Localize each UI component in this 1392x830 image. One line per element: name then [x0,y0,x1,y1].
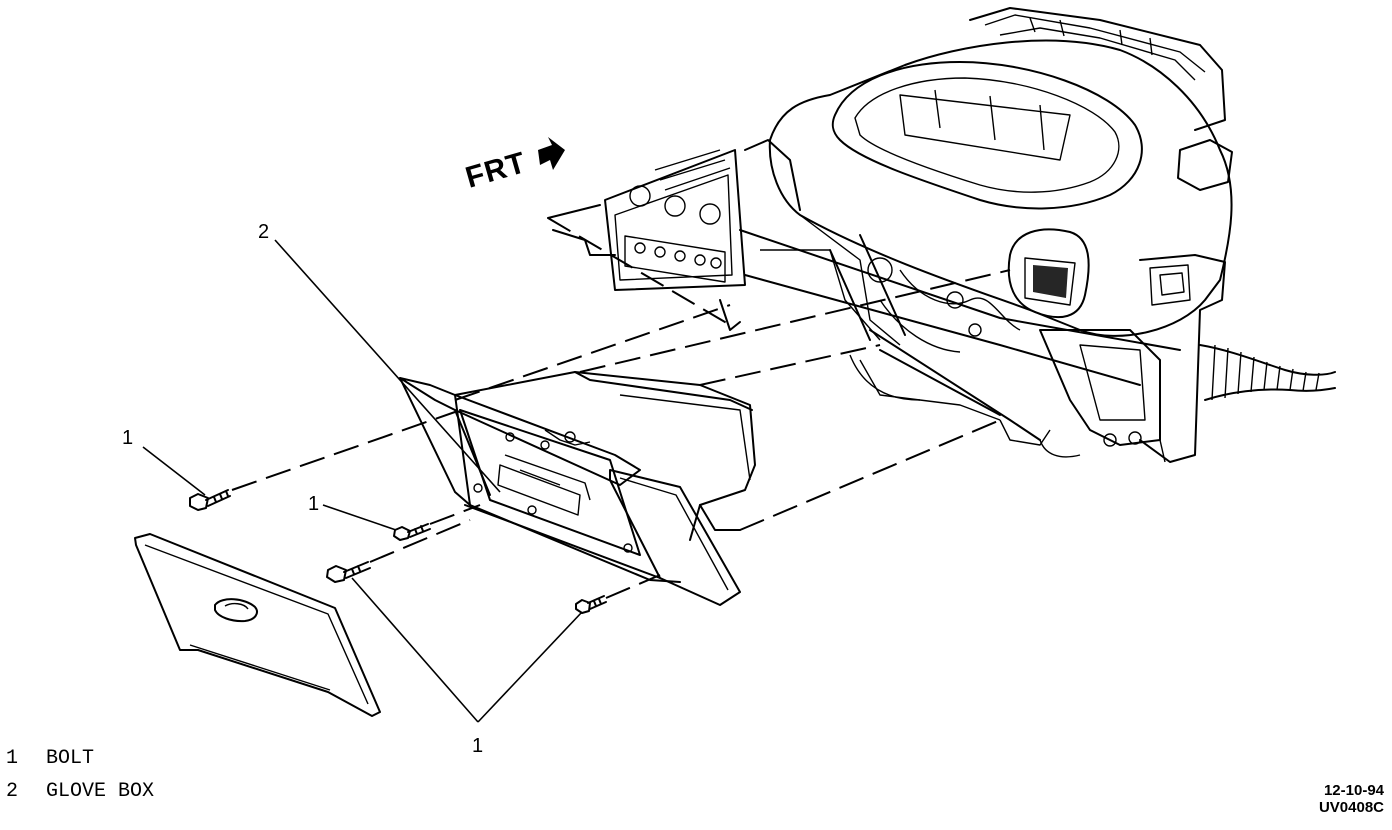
legend-number: 2 [6,780,19,803]
leader-lines [142,239,583,723]
bolt-lower-right [575,595,607,614]
parts-legend: 1 BOLT 2 GLOVE BOX [6,742,154,808]
legend-label: GLOVE BOX [46,780,155,803]
callout-glove-box: 2 [258,221,270,243]
legend-row: 1 BOLT [6,742,154,775]
legend-row: 2 GLOVE BOX [6,775,154,808]
glove-box-door [134,533,381,717]
callout-bolt-lower: 1 [472,735,484,757]
drawing-stamp: 12-10-94 UV0408C [1319,782,1384,816]
legend-number: 1 [6,747,19,770]
bolt-upper-left [189,489,231,511]
assembly-lines [231,217,1011,599]
front-arrow-icon [538,137,565,170]
glove-box [399,371,756,606]
bolt-middle [393,523,431,541]
bolt-lower-left [326,561,371,583]
instrument-panel [547,7,1336,463]
callout-bolt-middle: 1 [308,493,320,515]
stamp-date: 12-10-94 [1323,782,1384,799]
stamp-code: UV0408C [1318,799,1384,816]
legend-label: BOLT [46,747,95,770]
callout-bolt-upper: 1 [122,427,134,449]
